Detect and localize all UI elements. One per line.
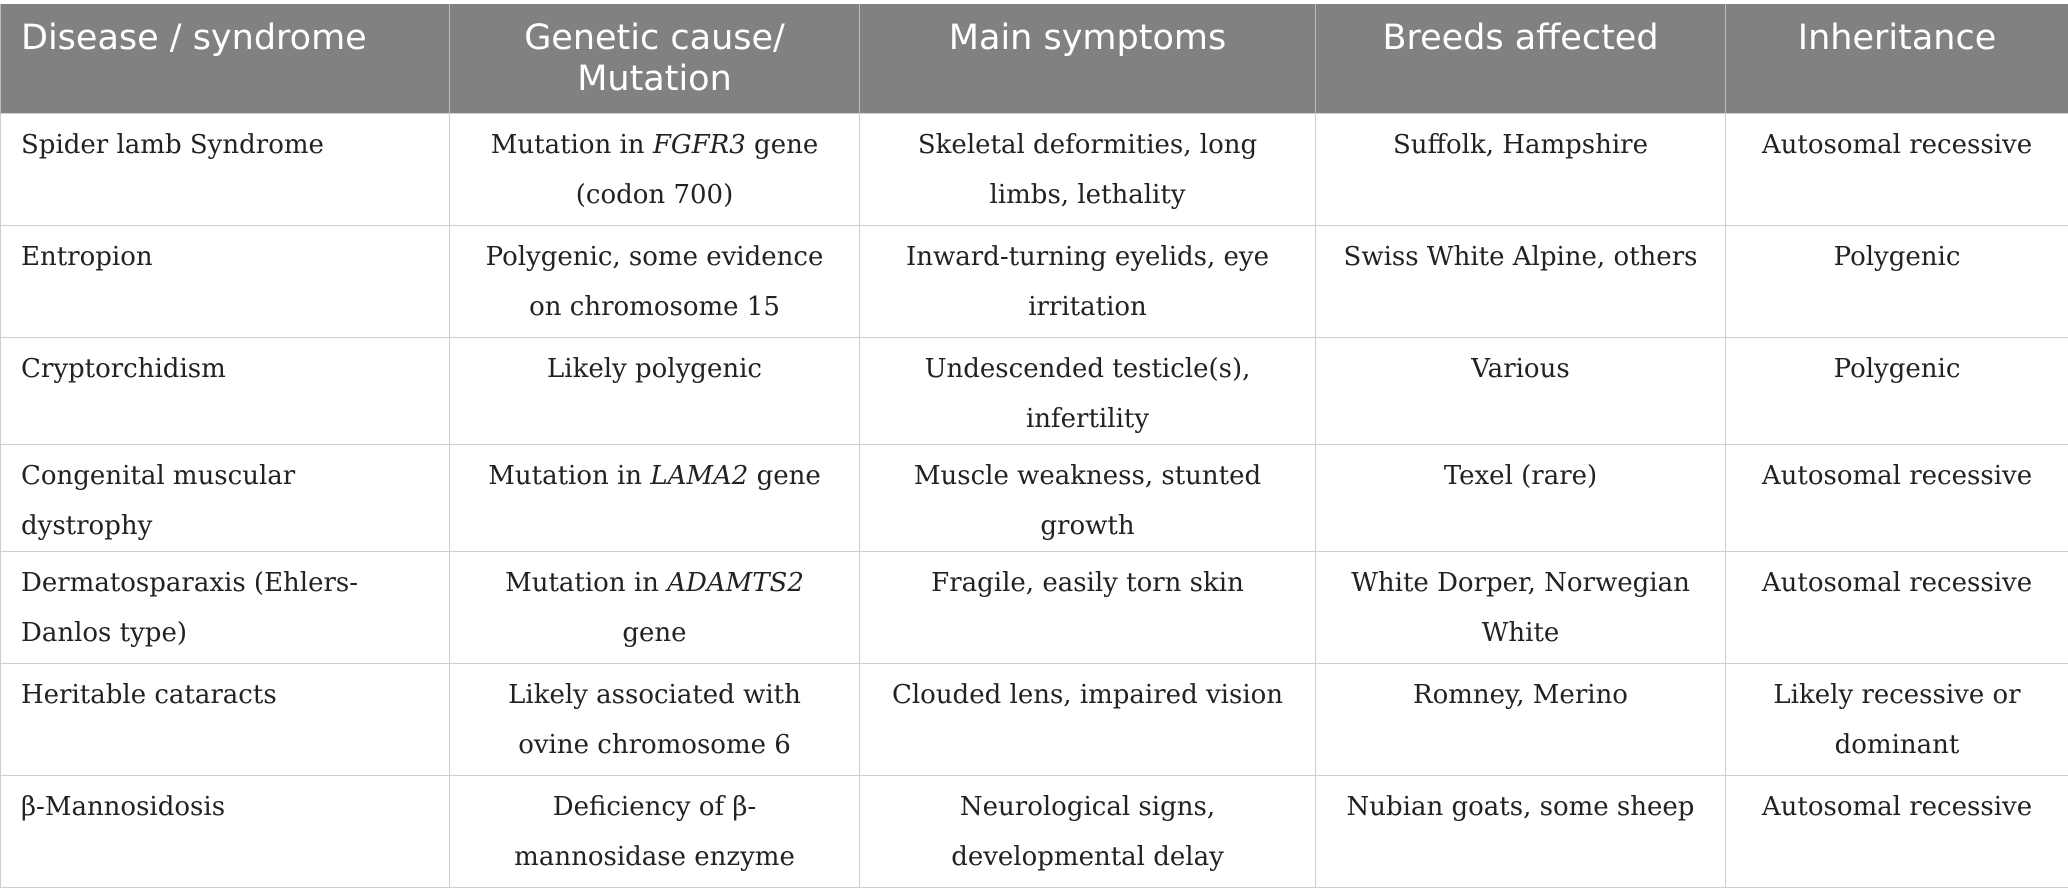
cell-breeds-affected: Suffolk, Hampshire: [1316, 113, 1726, 225]
cell-main-symptoms: Inward-turning eyelids, eye irritation: [860, 225, 1316, 337]
cause-text: Mutation in: [491, 130, 653, 160]
table-row: Cryptorchidism Likely polygenic Undescende…: [1, 337, 2068, 444]
cell-genetic-cause: Likely polygenic: [450, 337, 860, 444]
cell-genetic-cause: Deficiency of β-mannosidase enzyme: [450, 775, 860, 887]
cell-disease: Congenital muscular dystrophy: [1, 444, 450, 551]
table-header: Disease / syndrome Genetic cause/ Mutati…: [1, 4, 2068, 113]
cell-main-symptoms: Undescended testicle(s), infertility: [860, 337, 1316, 444]
cell-disease: Heritable cataracts: [1, 663, 450, 775]
cell-inheritance: Autosomal recessive: [1726, 551, 2068, 663]
cell-main-symptoms: Muscle weakness, stunted growth: [860, 444, 1316, 551]
cell-genetic-cause: Mutation in ADAMTS2 gene: [450, 551, 860, 663]
cell-breeds-affected: White Dorper, Norwegian White: [1316, 551, 1726, 663]
cell-inheritance: Polygenic: [1726, 225, 2068, 337]
cell-breeds-affected: Romney, Merino: [1316, 663, 1726, 775]
cause-text: Mutation in: [505, 568, 667, 598]
cell-breeds-affected: Swiss White Alpine, others: [1316, 225, 1726, 337]
table-row: Dermatosparaxis (Ehlers-Danlos type)Muta…: [1, 551, 2068, 663]
cause-text-suffix: gene: [622, 618, 686, 648]
gene-name: LAMA2: [650, 461, 748, 491]
gene-name: FGFR3: [653, 130, 746, 160]
cell-disease: Spider lamb Syndrome: [1, 113, 450, 225]
header-genetic-cause: Genetic cause/ Mutation: [450, 4, 860, 113]
gene-name: ADAMTS2: [667, 568, 804, 598]
cell-main-symptoms: Skeletal deformities, long limbs, lethal…: [860, 113, 1316, 225]
cell-disease: Cryptorchidism: [1, 337, 450, 444]
table-row: Heritable cataracts Likely associated wit…: [1, 663, 2068, 775]
cell-disease: Entropion: [1, 225, 450, 337]
table-row: Entropion Polygenic, some evidence on chr…: [1, 225, 2068, 337]
cause-text: Likely associated with ovine chromosome …: [508, 680, 801, 760]
header-breeds-affected: Breeds affected: [1316, 4, 1726, 113]
cause-text: Mutation in: [488, 461, 650, 491]
cell-breeds-affected: Nubian goats, some sheep: [1316, 775, 1726, 887]
cell-main-symptoms: Clouded lens, impaired vision: [860, 663, 1316, 775]
cell-inheritance: Likely recessive or dominant: [1726, 663, 2068, 775]
cell-genetic-cause: Mutation in LAMA2 gene: [450, 444, 860, 551]
cell-breeds-affected: Various: [1316, 337, 1726, 444]
cell-genetic-cause: Likely associated with ovine chromosome …: [450, 663, 860, 775]
cell-genetic-cause: Polygenic, some evidence on chromosome 1…: [450, 225, 860, 337]
cause-text: Deficiency of β-mannosidase enzyme: [514, 792, 795, 872]
header-row: Disease / syndrome Genetic cause/ Mutati…: [1, 4, 2068, 113]
cell-disease: β-Mannosidosis: [1, 775, 450, 887]
header-main-symptoms: Main symptoms: [860, 4, 1316, 113]
table-row: β-Mannosidosis Deficiency of β-mannosidas…: [1, 775, 2068, 887]
cell-inheritance: Autosomal recessive: [1726, 444, 2068, 551]
cell-inheritance: Autosomal recessive: [1726, 113, 2068, 225]
header-inheritance: Inheritance: [1726, 4, 2068, 113]
cell-disease: Dermatosparaxis (Ehlers-Danlos type): [1, 551, 450, 663]
cell-genetic-cause: Mutation in FGFR3 gene (codon 700): [450, 113, 860, 225]
genetic-diseases-table-container: Disease / syndrome Genetic cause/ Mutati…: [0, 4, 2068, 888]
genetic-diseases-table: Disease / syndrome Genetic cause/ Mutati…: [0, 4, 2068, 888]
cell-inheritance: Autosomal recessive: [1726, 775, 2068, 887]
cell-inheritance: Polygenic: [1726, 337, 2068, 444]
cell-main-symptoms: Fragile, easily torn skin: [860, 551, 1316, 663]
cause-text-suffix: gene: [748, 461, 820, 491]
header-disease: Disease / syndrome: [1, 4, 450, 113]
cause-text: Likely polygenic: [547, 354, 762, 384]
cell-main-symptoms: Neurological signs, developmental delay: [860, 775, 1316, 887]
cell-breeds-affected: Texel (rare): [1316, 444, 1726, 551]
cause-text: Polygenic, some evidence on chromosome 1…: [486, 242, 824, 322]
